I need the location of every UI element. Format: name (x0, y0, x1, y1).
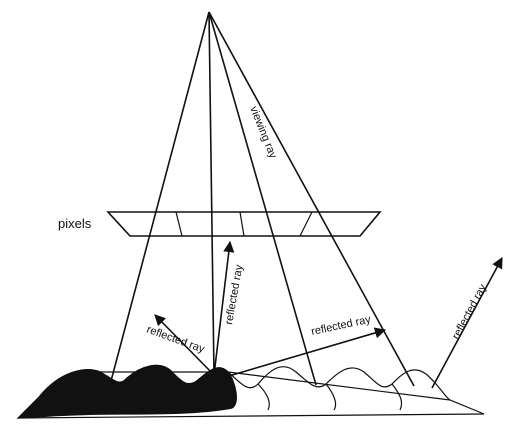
pixels-label: pixels (58, 216, 92, 231)
pixel-divider-3 (300, 212, 312, 236)
viewing-ray-1 (111, 12, 209, 381)
pixel-divider-1 (176, 212, 182, 236)
wave-dark-region (18, 366, 236, 418)
reflected-ray-label-4: reflected ray (450, 282, 489, 342)
viewing-ray-3 (209, 12, 316, 385)
reflected-ray-label-1: reflected ray (145, 324, 206, 356)
reflected-ray-label-3: reflected ray (310, 314, 372, 338)
pixel-divider-2 (240, 212, 244, 236)
wave-surface (18, 366, 484, 418)
wave-folds (258, 384, 402, 410)
viewing-ray-2 (209, 12, 214, 375)
pixel-plane (108, 212, 380, 236)
wave-outline (228, 367, 450, 400)
wave-back-edge (228, 372, 484, 414)
reflected-rays (155, 242, 502, 388)
